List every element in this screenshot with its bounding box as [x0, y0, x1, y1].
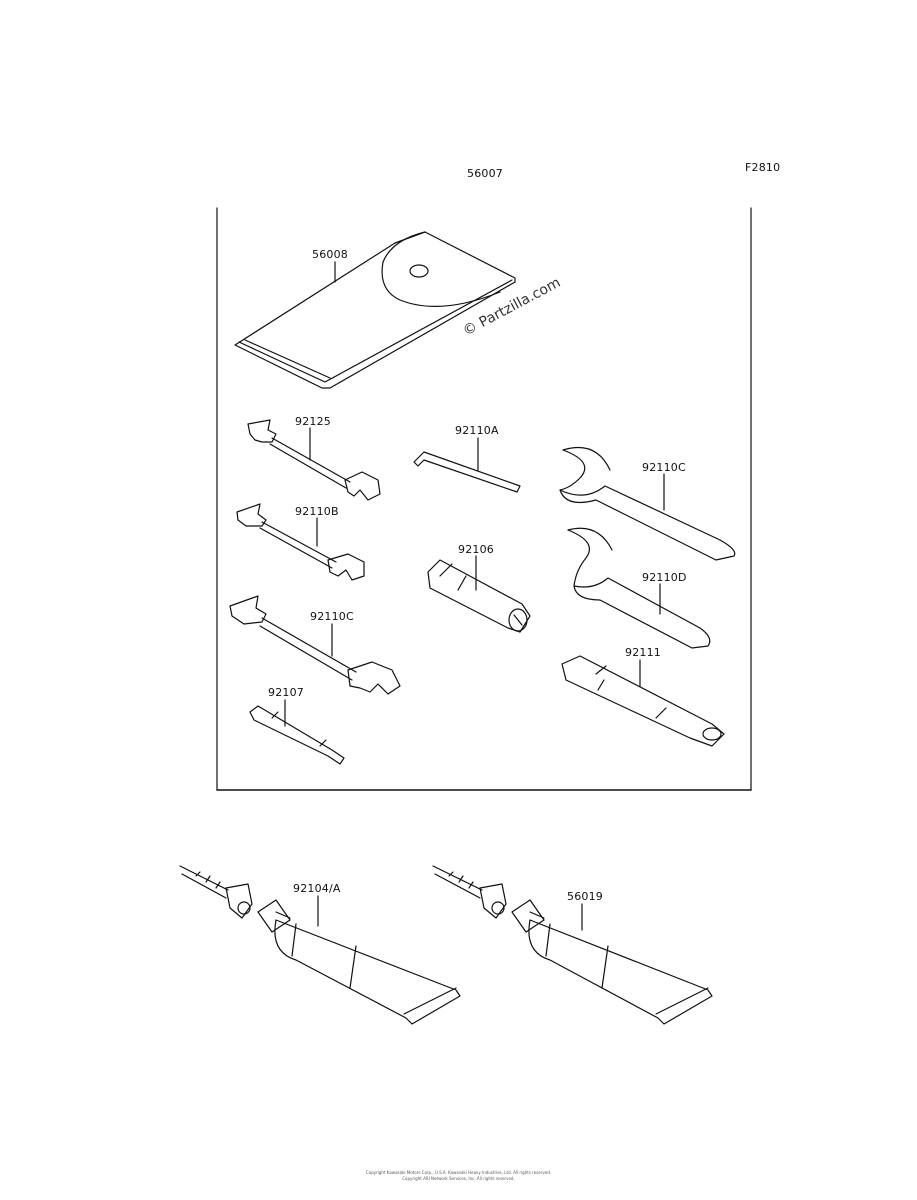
- part-label-56019: 56019: [567, 890, 603, 903]
- handle-bar-drawing: [561, 655, 725, 747]
- grease-tube-right-drawing: [432, 865, 713, 1025]
- part-label-92110C-wrench: 92110C: [310, 610, 354, 623]
- part-label-92125: 92125: [295, 415, 331, 428]
- screwdriver-drawing: [249, 705, 345, 765]
- spark-plug-tool-drawing: [427, 559, 531, 633]
- hook-spanner-large-drawing: [559, 446, 736, 561]
- part-label-92110B: 92110B: [295, 505, 339, 518]
- part-label-92104A: 92104/A: [293, 882, 341, 895]
- part-label-92111: 92111: [625, 646, 661, 659]
- wrench-large-drawing: [229, 595, 401, 695]
- hex-key-drawing: [413, 451, 521, 493]
- wrench-small-drawing: [247, 419, 381, 501]
- part-label-92106: 92106: [458, 543, 494, 556]
- hook-spanner-small-drawing: [567, 527, 711, 649]
- grease-tube-left-drawing: [179, 865, 461, 1025]
- kit-frame: [216, 207, 752, 791]
- part-label-92107: 92107: [268, 686, 304, 699]
- footer-copyright-1: Copyright Kawasaki Motors Corp., U.S.A. …: [365, 1170, 552, 1175]
- part-label-92110D: 92110D: [642, 571, 687, 584]
- tool-bag-drawing: [234, 231, 516, 389]
- part-label-92110C-hook: 92110C: [642, 461, 686, 474]
- wrench-medium-drawing: [236, 503, 365, 581]
- kit-part-label: 56007: [467, 167, 503, 180]
- figure-code: F2810: [745, 161, 780, 174]
- part-label-56008: 56008: [312, 248, 348, 261]
- footer-copyright-2: Copyright ARI Network Services, Inc. All…: [402, 1176, 515, 1181]
- part-label-92110A: 92110A: [455, 424, 499, 437]
